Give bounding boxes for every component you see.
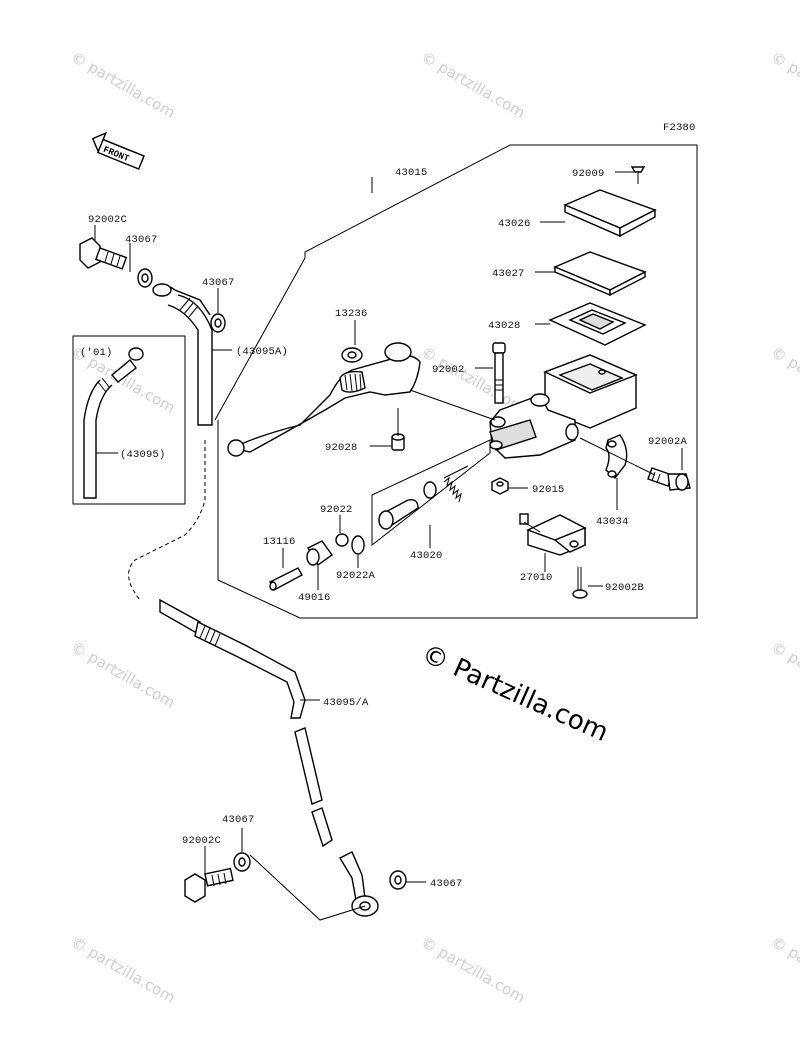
front-arrow-icon: FRONT: [91, 131, 145, 170]
label-92022A: 92022A: [336, 570, 376, 582]
screw-92009: [630, 166, 646, 184]
label-43028: 43028: [488, 320, 521, 332]
label-43067-top2: 43067: [202, 277, 235, 289]
hose-43095-inset: [83, 347, 144, 499]
switch-27010: [519, 513, 587, 556]
watermark-text: © partzilla.com: [768, 48, 800, 122]
piston-43020: [378, 465, 469, 530]
banjo-bolt-92002C-bot: [184, 867, 234, 903]
watermark-text: © partzilla.com: [418, 933, 528, 1007]
watermark-text: © partzilla.com: [768, 638, 800, 712]
label-13116: 13116: [263, 536, 296, 548]
label-92002A: 92002A: [648, 436, 688, 448]
label-43067-bot2: 43067: [430, 878, 463, 890]
label-92009: 92009: [572, 168, 605, 180]
pivot-bolt-92002: [492, 342, 506, 404]
watermark-text: © partzilla.com: [68, 638, 178, 712]
label-01: ('01): [80, 347, 113, 359]
label-43015: 43015: [395, 167, 428, 179]
label-13236: 13236: [335, 308, 368, 320]
label-92002B: 92002B: [605, 582, 644, 594]
master-cylinder-body: [489, 354, 638, 459]
label-92022: 92022: [320, 504, 353, 516]
assembly-outline: [214, 144, 698, 619]
label-43020: 43020: [410, 550, 443, 562]
inset-box-01: [72, 335, 186, 505]
bolt-92002A: [647, 467, 691, 491]
circlip-92022: [335, 533, 349, 547]
figure-code: F2380: [663, 122, 696, 134]
label-43095A-paren: (43095A): [236, 346, 288, 358]
label-92002C-top: 92002C: [88, 214, 127, 226]
label-43027: 43027: [492, 268, 525, 280]
label-27010: 27010: [520, 572, 553, 584]
label-43026: 43026: [498, 218, 531, 230]
bushing-92028: [391, 433, 405, 451]
label-43067-top1: 43067: [125, 234, 158, 246]
label-43034: 43034: [596, 516, 629, 528]
lever-13236: [227, 342, 421, 457]
hose-43095A-top: [152, 283, 213, 426]
boot-49016: [306, 540, 333, 567]
label-43095-paren: (43095): [120, 449, 166, 461]
label-92015: 92015: [532, 484, 565, 496]
label-92002: 92002: [432, 364, 465, 376]
watermark-text: © partzilla.com: [418, 48, 528, 122]
partzilla-watermark: © Partzilla.com: [417, 639, 612, 748]
pushrod-13116: [269, 567, 303, 591]
label-43095-A: 43095/A: [323, 697, 369, 709]
watermark-layer: © partzilla.com © partzilla.com © partzi…: [68, 48, 800, 1007]
watermark-text: © partzilla.com: [768, 933, 800, 1007]
label-92028: 92028: [325, 442, 358, 454]
hose-43095-A: [159, 598, 379, 917]
watermark-text: © partzilla.com: [768, 343, 800, 417]
watermark-text: © partzilla.com: [68, 48, 178, 122]
screw-92002B: [572, 567, 588, 599]
label-43067-bot1: 43067: [222, 814, 255, 826]
banjo-bolt-92002C-top: [79, 237, 128, 270]
label-92002C-bot: 92002C: [182, 835, 221, 847]
piston-set-outline: [371, 439, 491, 547]
washer-92022A: [351, 535, 365, 555]
label-49016: 49016: [298, 592, 331, 604]
clamp-43034: [605, 434, 628, 480]
watermark-text: © partzilla.com: [68, 933, 178, 1007]
